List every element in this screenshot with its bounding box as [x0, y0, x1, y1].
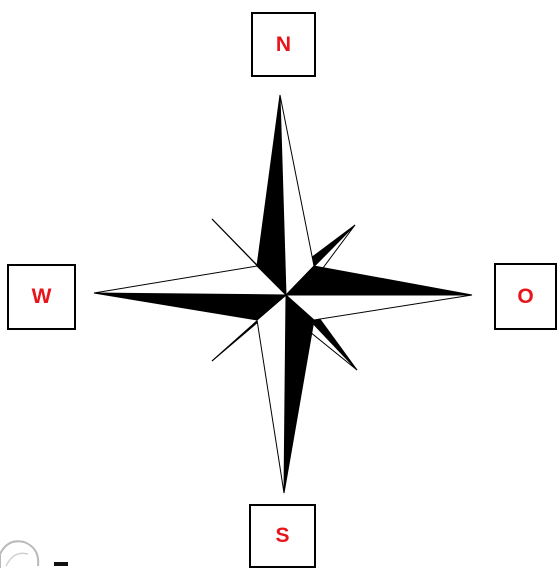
- north-label: N: [251, 12, 316, 77]
- east-label: O: [494, 263, 557, 330]
- compass-cardinal-points: [94, 95, 472, 493]
- decorative-corner-icon: [0, 536, 90, 568]
- south-label: S: [249, 504, 316, 568]
- west-label: W: [7, 264, 76, 330]
